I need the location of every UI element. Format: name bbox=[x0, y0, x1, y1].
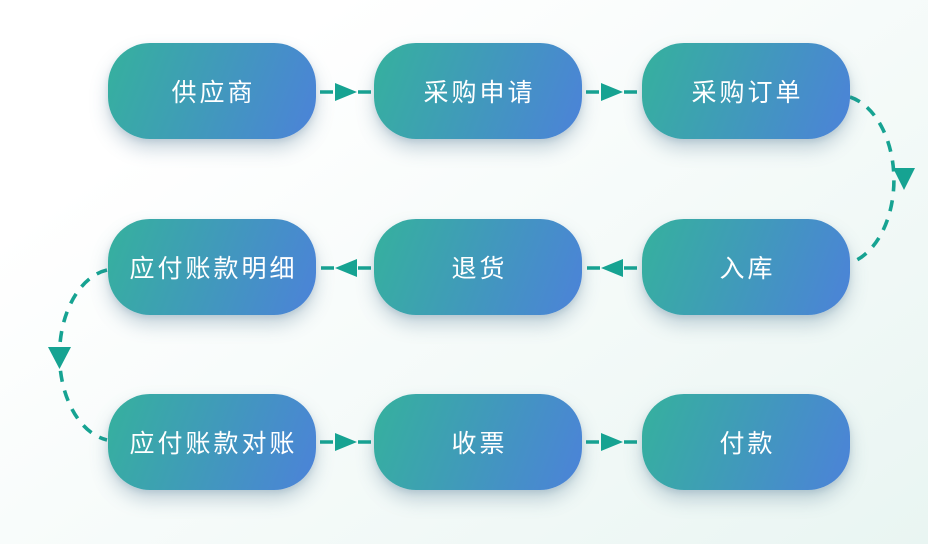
node-ap-reconciliation: 应付账款对账 bbox=[108, 394, 316, 490]
node-ap-detail: 应付账款明细 bbox=[108, 219, 316, 315]
node-purchase-order-label: 采购订单 bbox=[691, 79, 804, 107]
node-receive-invoice-label: 收票 bbox=[451, 430, 508, 458]
node-purchase-request: 采购申请 bbox=[374, 43, 582, 139]
node-stock-in: 入库 bbox=[642, 219, 850, 315]
node-ap-reconciliation-label: 应付账款对账 bbox=[129, 430, 298, 458]
node-payment: 付款 bbox=[642, 394, 850, 490]
curve-purchase-order-to-stock-in bbox=[849, 95, 915, 265]
node-supplier: 供应商 bbox=[108, 43, 316, 139]
arrow-stock-in-to-return-goods bbox=[587, 259, 637, 277]
node-receive-invoice: 收票 bbox=[374, 394, 582, 490]
node-ap-detail-label: 应付账款明细 bbox=[129, 255, 298, 283]
node-supplier-label: 供应商 bbox=[171, 79, 256, 107]
node-payment-label: 付款 bbox=[719, 430, 776, 458]
curve-ap-detail-to-ap-reconciliation bbox=[48, 268, 108, 442]
arrow-purchase-request-to-purchase-order bbox=[586, 83, 637, 101]
arrow-ap-reconciliation-to-receive-invoice bbox=[320, 433, 371, 451]
arrow-return-goods-to-ap-detail bbox=[321, 259, 371, 277]
node-return-goods: 退货 bbox=[374, 219, 582, 315]
arrow-supplier-to-purchase-request bbox=[320, 83, 371, 101]
node-purchase-order: 采购订单 bbox=[642, 43, 850, 139]
node-return-goods-label: 退货 bbox=[451, 255, 508, 283]
arrow-receive-invoice-to-payment bbox=[586, 433, 637, 451]
node-stock-in-label: 入库 bbox=[719, 255, 776, 283]
node-purchase-request-label: 采购申请 bbox=[423, 79, 536, 107]
